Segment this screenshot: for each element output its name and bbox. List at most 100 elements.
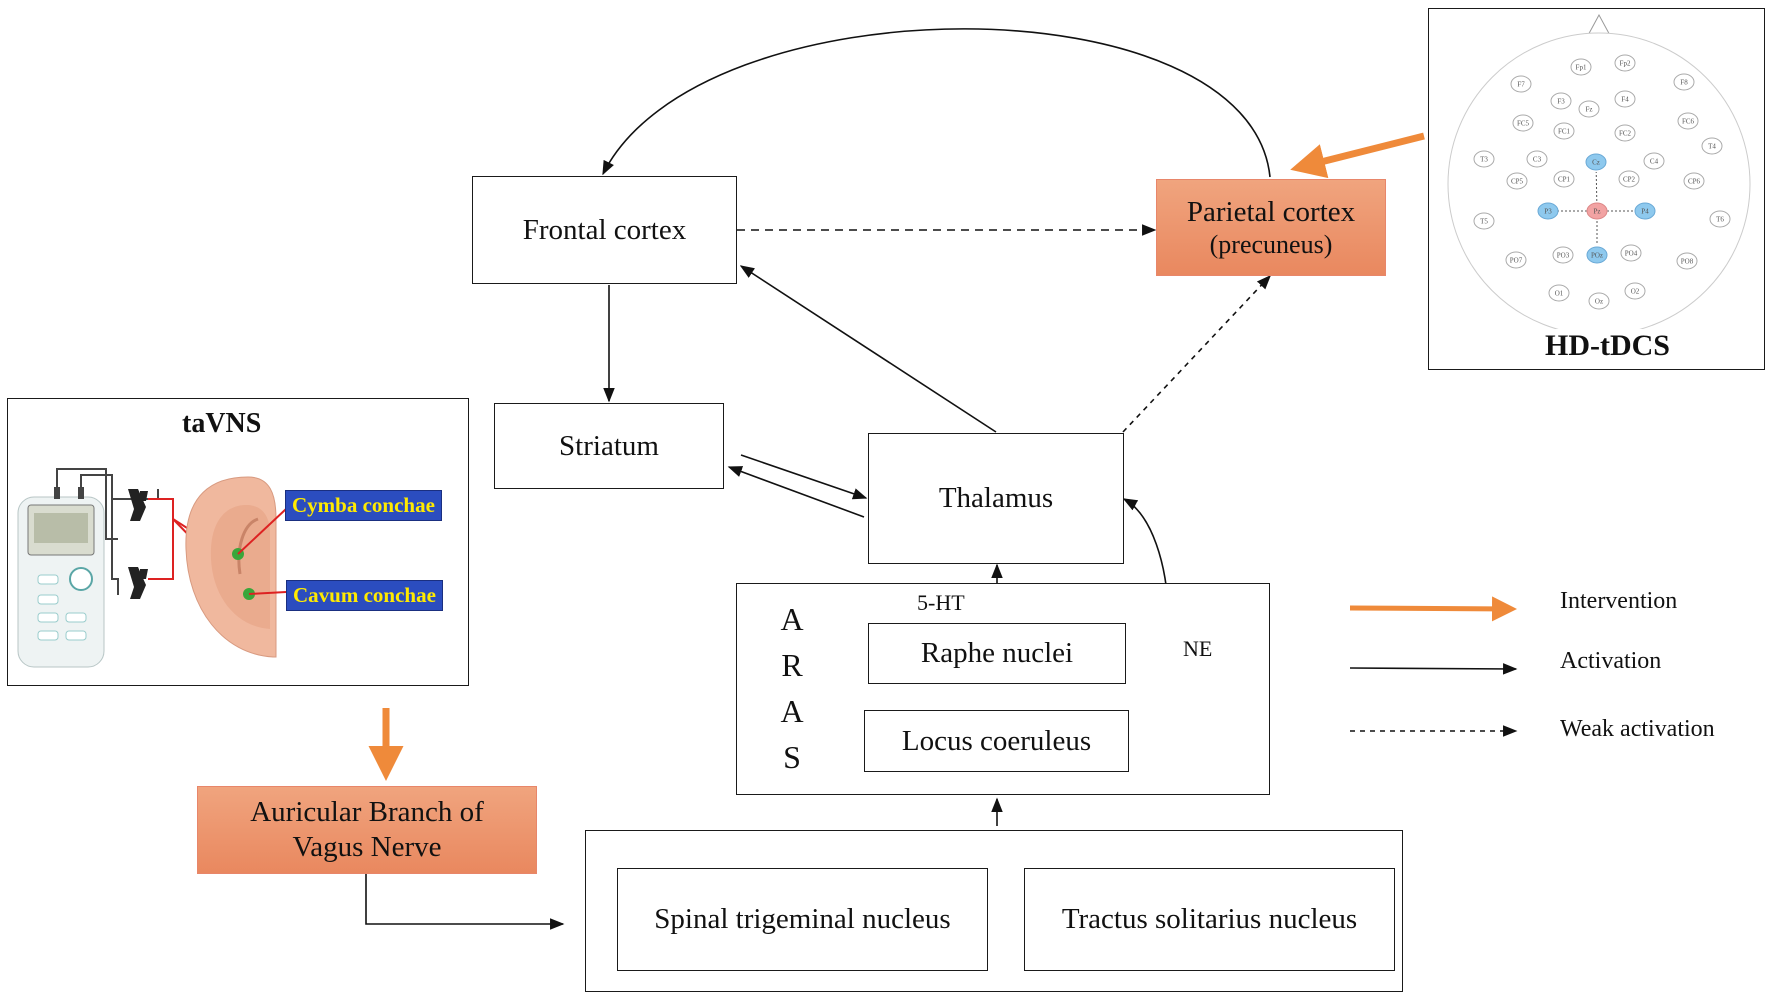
- legend-intervention-label: Intervention: [1560, 588, 1678, 614]
- electrode-marker: [1709, 210, 1731, 228]
- locus-coeruleus-node: Locus coeruleus: [864, 710, 1129, 772]
- legend-activation-line: [1349, 663, 1518, 675]
- stimulator-wire-icon: [80, 474, 159, 500]
- red-lead-icon: [148, 519, 174, 580]
- arc-parietal-to-frontal: [602, 28, 1271, 178]
- electrode-label: POz: [1591, 252, 1603, 260]
- noradrenaline-label: NE: [1183, 636, 1213, 661]
- pointer-line-icon: [237, 508, 287, 555]
- legend-activation-label: Activation: [1560, 648, 1662, 674]
- auricular-branch-label: Auricular Branch of: [250, 796, 484, 829]
- arrow-striatum-to-thalamus: [740, 454, 868, 500]
- electrode-po3: PO3: [1552, 246, 1574, 264]
- electrode-label: Pz: [1594, 208, 1601, 216]
- aras-letter: R: [781, 647, 803, 683]
- aras-letter: A: [780, 601, 804, 637]
- electrode-t3: T3: [1473, 150, 1495, 168]
- electrode-marker: [1614, 54, 1636, 72]
- tavns-title: taVNS: [182, 408, 262, 439]
- electrode-marker: [1550, 92, 1572, 110]
- stimulator-wire-icon: [111, 499, 119, 595]
- serotonin-label: 5-HT: [917, 590, 965, 615]
- dotted-thalamus-to-parietal: [1122, 274, 1271, 433]
- electrode-marker: [1553, 170, 1575, 188]
- electrode-fc5: FC5: [1512, 114, 1534, 132]
- electrode-c3: C3: [1526, 150, 1548, 168]
- hd-tdcs-title: HD-tDCS: [1545, 329, 1670, 362]
- electrode-label: FC2: [1619, 130, 1632, 138]
- thalamus-label: Thalamus: [938, 482, 1054, 515]
- electrode-label: FC6: [1682, 118, 1695, 126]
- electrode-marker: [1505, 251, 1527, 269]
- electrode-marker: [1677, 112, 1699, 130]
- electrode-fp1: Fp1: [1570, 58, 1592, 76]
- electrode-label: F3: [1557, 98, 1565, 106]
- electrode-marker: [1618, 170, 1640, 188]
- electrode-marker: [1548, 284, 1570, 302]
- electrode-marker: [1578, 100, 1600, 118]
- electrode-marker: [1614, 124, 1636, 142]
- electrode-marker: [1676, 252, 1698, 270]
- electrode-label: F7: [1517, 81, 1525, 89]
- electrode-marker: [1473, 150, 1495, 168]
- electrode-label: FC1: [1558, 128, 1571, 136]
- electrode-marker: [1683, 172, 1705, 190]
- electrode-cp6: CP6: [1683, 172, 1705, 190]
- electrode-label: CP6: [1688, 178, 1701, 186]
- spinal-trigeminal-label: Spinal trigeminal nucleus: [654, 903, 951, 936]
- electrode-label: T3: [1480, 156, 1488, 164]
- electrode-label: P3: [1544, 208, 1552, 216]
- stimulator-wire-icon: [56, 468, 118, 540]
- electrode-label: O1: [1555, 290, 1564, 298]
- cymba-conchae-tag: Cymba conchae: [285, 490, 442, 521]
- raphe-nuclei-node: Raphe nuclei: [868, 623, 1126, 684]
- electrode-label: O2: [1631, 288, 1640, 296]
- electrode-o2: O2: [1624, 282, 1646, 300]
- aras-letter: S: [783, 739, 801, 775]
- arrow-thalamus-to-frontal: [739, 265, 997, 433]
- thalamus-node: Thalamus: [868, 433, 1124, 564]
- electrode-label: F4: [1621, 96, 1629, 104]
- stimulator-device-icon: [17, 487, 105, 668]
- electrode-label: PO3: [1557, 252, 1570, 260]
- striatum-node: Striatum: [494, 403, 724, 489]
- electrode-po8: PO8: [1676, 252, 1698, 270]
- electrode-label: CP5: [1511, 178, 1524, 186]
- electrode-label: Oz: [1595, 298, 1603, 306]
- legend-weak-activation-label: Weak activation: [1560, 716, 1715, 742]
- spinal-trigeminal-node: Spinal trigeminal nucleus: [617, 868, 988, 971]
- electrode-cp2: CP2: [1618, 170, 1640, 188]
- electrode-f4: F4: [1614, 90, 1636, 108]
- electrode-f3: F3: [1550, 92, 1572, 110]
- electrode-label: PO4: [1625, 250, 1638, 258]
- electrode-label: Cz: [1592, 159, 1600, 167]
- electrode-t5: T5: [1473, 212, 1495, 230]
- electrode-cp1: CP1: [1553, 170, 1575, 188]
- ear-clip-icon: [128, 489, 148, 599]
- electrode-po4: PO4: [1620, 244, 1642, 262]
- electrode-marker: [1673, 73, 1695, 91]
- electrode-fz: Fz: [1578, 100, 1600, 118]
- electrode-marker: [1473, 212, 1495, 230]
- parietal-cortex-sublabel: (precuneus): [1209, 230, 1333, 260]
- electrode-c4: C4: [1643, 152, 1665, 170]
- electrode-marker: [1701, 137, 1723, 155]
- aras-letters: A R A S: [772, 596, 812, 780]
- electrode-marker: [1553, 122, 1575, 140]
- electrode-oz: Oz: [1588, 292, 1610, 310]
- current-flow-arrow: [1595, 171, 1598, 202]
- electrode-marker: [1614, 90, 1636, 108]
- tractus-solitarius-node: Tractus solitarius nucleus: [1024, 868, 1395, 971]
- electrode-poz: POz: [1586, 246, 1608, 264]
- electrode-marker: [1585, 153, 1607, 171]
- electrode-label: P4: [1641, 208, 1649, 216]
- pointer-line-icon: [248, 591, 287, 595]
- electrode-marker: [1634, 202, 1656, 220]
- electrode-label: C3: [1533, 156, 1542, 164]
- electrode-marker: [1552, 246, 1574, 264]
- head-outline: [1447, 32, 1751, 329]
- electrode-label: Fp1: [1576, 64, 1587, 72]
